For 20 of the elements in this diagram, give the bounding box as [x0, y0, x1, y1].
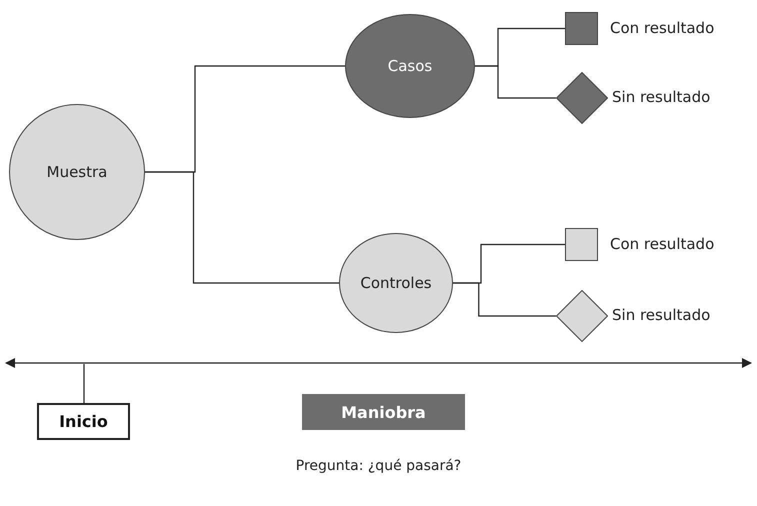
- outcome-label: Sin resultado: [612, 306, 710, 324]
- diamond-marker: [556, 72, 608, 124]
- leader-line: [83, 364, 85, 403]
- diamond-marker: [556, 290, 608, 342]
- square-marker: [565, 228, 598, 261]
- outcome-label: Con resultado: [610, 234, 714, 252]
- connector-line: [453, 282, 556, 317]
- start-label-box: [37, 403, 130, 440]
- maneuver-label-box: [302, 394, 465, 430]
- square-marker: [565, 12, 598, 45]
- outcome-label: Con resultado: [610, 18, 714, 36]
- node-label: Inicio: [59, 412, 108, 431]
- connector-line: [475, 65, 556, 99]
- connector-line: [145, 171, 339, 284]
- node-label: Muestra: [46, 163, 108, 181]
- node-label: Maniobra: [341, 402, 426, 422]
- caption: Pregunta: ¿qué pasará?: [294, 458, 462, 474]
- node-label: Controles: [360, 274, 432, 292]
- outcome-label: Sin resultado: [612, 88, 710, 106]
- node-label: Casos: [388, 57, 432, 75]
